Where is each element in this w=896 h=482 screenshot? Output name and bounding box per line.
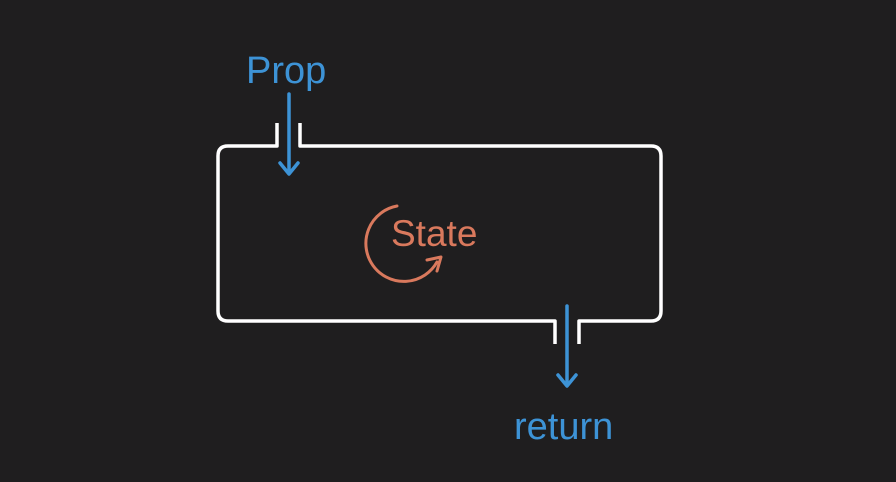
return-label: return	[514, 406, 614, 448]
return-arrow-icon	[556, 304, 578, 388]
prop-label: Prop	[246, 50, 327, 92]
component-box	[216, 123, 663, 344]
prop-arrow-icon	[278, 92, 300, 176]
state-label: State	[391, 213, 478, 254]
circular-arrow-icon	[364, 204, 443, 283]
